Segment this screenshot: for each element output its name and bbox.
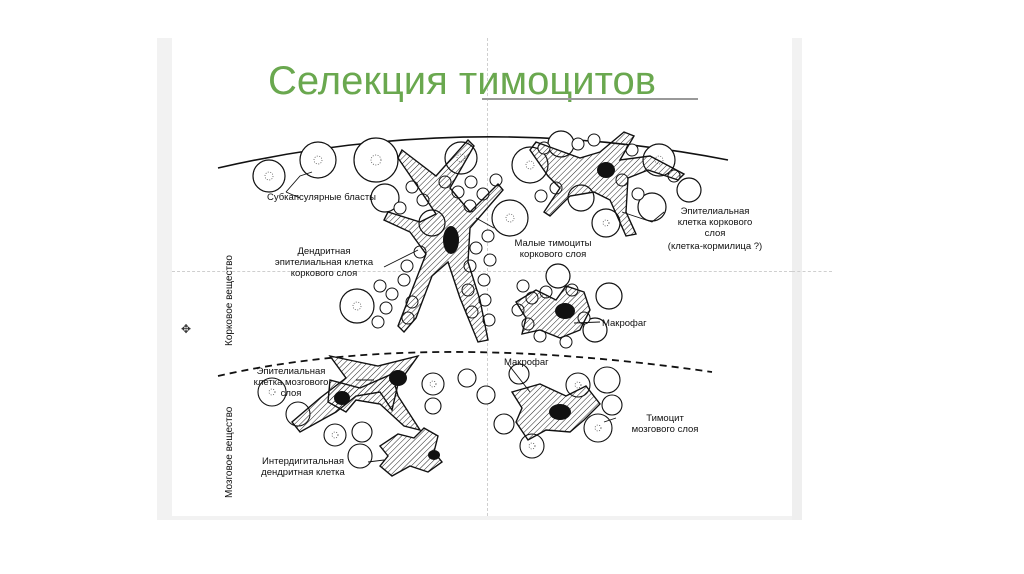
label-small-thymocytes-1: Малые тимоциты	[514, 238, 592, 249]
horizontal-guide-line	[172, 271, 792, 272]
label-dendritic-1: Дендритная	[297, 246, 351, 257]
dendritic-epithelial-nucleus	[443, 226, 459, 254]
label-medullary-thymocyte-1: Тимоцит	[646, 413, 684, 424]
label-medullary-epithelial-2: клетка мозгового	[253, 377, 329, 388]
interdigital-nucleus	[428, 450, 440, 460]
label-interdigital-2: дендритная клетка	[261, 467, 345, 478]
cortex-macrophage	[515, 285, 591, 339]
slide-scrollbar[interactable]	[792, 120, 802, 520]
slide-title: Селекция тимоцитов	[268, 59, 656, 103]
medullary-epithelial-nucleus	[389, 370, 407, 386]
label-dendritic-2: эпителиальная клетка	[274, 257, 374, 268]
move-cursor-icon: ✥	[181, 322, 192, 336]
label-cortical-epithelial-2: клетка коркового	[677, 217, 753, 228]
medulla-macrophage-nucleus	[549, 404, 571, 420]
label-cortical-epithelial-4: (клетка-кормилица ?)	[667, 241, 763, 252]
label-interdigital-1: Интердигитальная	[262, 456, 344, 467]
cortical-epithelial-nucleus	[597, 162, 615, 178]
cortical-epithelial-cell	[529, 131, 686, 237]
label-cortical-epithelial-1: Эпителиальная	[680, 206, 750, 217]
label-small-thymocytes-2: коркового слоя	[519, 249, 587, 260]
cortex-macrophage-nucleus	[555, 303, 575, 319]
label-cortex-region: Корковое вещество	[224, 255, 235, 346]
label-subcapsular-blasts: Субкапсулярные бласты	[267, 192, 376, 203]
spellcheck-underline	[482, 98, 698, 100]
leader-lines	[285, 171, 665, 463]
label-medullary-epithelial-3: слоя	[280, 388, 302, 399]
label-medullary-thymocyte-2: мозгового слоя	[631, 424, 699, 435]
horizontal-guide-line-ext	[792, 271, 832, 272]
medullary-epithelial-cell-2	[327, 373, 422, 432]
medullary-epithelial-nucleus-2	[334, 391, 350, 405]
label-cortical-epithelial-3: слоя	[704, 228, 726, 239]
interdigital-dendritic-cell	[378, 427, 444, 477]
medullary-thymocyte-nuclei	[268, 380, 602, 450]
label-dendritic-3: коркового слоя	[290, 268, 358, 279]
label-macrophage-cortex: Макрофаг	[602, 318, 647, 329]
label-medullary-epithelial-1: Эпителиальная	[256, 366, 326, 377]
label-macrophage-medulla: Макрофаг	[504, 357, 549, 368]
label-medulla-region: Мозговое вещество	[224, 406, 235, 498]
